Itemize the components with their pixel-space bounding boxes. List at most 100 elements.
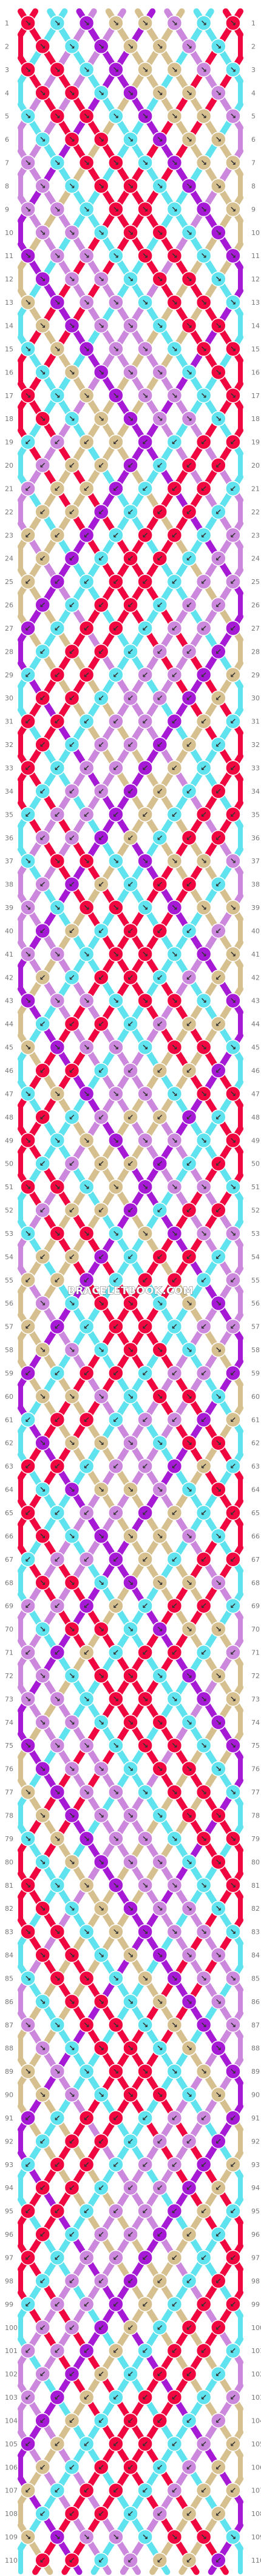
knot-arrow-icon: ↙ bbox=[186, 1253, 192, 1262]
knot bbox=[211, 1481, 226, 1498]
knot-arrow-icon: ↙ bbox=[171, 2160, 178, 2169]
knot-arrow-icon: ↘ bbox=[112, 1788, 119, 1798]
row-number-right: 101 bbox=[251, 2347, 261, 2355]
knot-arrow-icon: ↘ bbox=[215, 228, 222, 237]
knot bbox=[20, 108, 36, 124]
knot-arrow-icon: ↘ bbox=[83, 391, 90, 400]
knot bbox=[225, 1831, 241, 1847]
knot-arrow-icon: ↘ bbox=[186, 368, 192, 377]
row-number-right: 88 bbox=[251, 2045, 260, 2053]
knot-arrow-icon: ↘ bbox=[112, 1834, 119, 1844]
knot-arrow-icon: ↙ bbox=[54, 1602, 61, 1611]
knot bbox=[137, 527, 153, 543]
row-number-right: 69 bbox=[251, 1602, 260, 1610]
knot-arrow-icon: ↘ bbox=[69, 1811, 75, 1821]
knot bbox=[123, 1854, 138, 1870]
knot bbox=[78, 1272, 95, 1288]
row-number-right: 78 bbox=[251, 1811, 260, 1819]
row-number-right: 84 bbox=[251, 1951, 260, 1959]
knot-arrow-icon: ↘ bbox=[98, 1579, 104, 1588]
knot-arrow-icon: ↘ bbox=[157, 415, 163, 424]
row-number-left: 103 bbox=[5, 2394, 18, 2402]
knot bbox=[166, 900, 183, 915]
knot-arrow-icon: ↘ bbox=[142, 2068, 149, 2077]
knot bbox=[225, 760, 241, 776]
knot bbox=[108, 341, 124, 357]
knot bbox=[123, 2320, 138, 2335]
knot-arrow-icon: ↙ bbox=[157, 2323, 163, 2332]
knot bbox=[152, 1389, 168, 1404]
knot bbox=[108, 1272, 124, 1288]
knot-arrow-icon: ↘ bbox=[39, 89, 46, 98]
knot bbox=[137, 1831, 153, 1847]
knot bbox=[35, 2086, 50, 2103]
knot bbox=[64, 317, 80, 334]
knot bbox=[93, 225, 109, 241]
knot bbox=[49, 713, 66, 729]
knot bbox=[123, 1063, 138, 1078]
knot bbox=[166, 2110, 183, 2126]
knot-arrow-icon: ↘ bbox=[142, 1974, 149, 1983]
knot bbox=[166, 1552, 183, 1567]
knot-arrow-icon: ↙ bbox=[229, 2254, 236, 2263]
knot bbox=[49, 1831, 66, 1847]
knot-arrow-icon: ↙ bbox=[215, 1020, 222, 1029]
knot bbox=[123, 2180, 138, 2196]
knot bbox=[225, 1505, 241, 1521]
knot-arrow-icon: ↙ bbox=[25, 2207, 32, 2216]
knot-arrow-icon: ↙ bbox=[69, 694, 75, 703]
knot-arrow-icon: ↙ bbox=[215, 2323, 222, 2332]
knot-arrow-icon: ↙ bbox=[215, 1160, 222, 1169]
knot bbox=[137, 806, 153, 823]
row-number-right: 20 bbox=[251, 462, 260, 470]
knot-arrow-icon: ↙ bbox=[142, 438, 149, 447]
knot-arrow-icon: ↙ bbox=[54, 1369, 61, 1378]
knot bbox=[181, 923, 197, 939]
knot-arrow-icon: ↘ bbox=[157, 1997, 163, 2007]
knot-arrow-icon: ↙ bbox=[157, 834, 163, 843]
knot bbox=[123, 2459, 138, 2475]
knot-arrow-icon: ↘ bbox=[98, 1300, 104, 1309]
knot bbox=[93, 1854, 109, 1870]
row-number-left: 110 bbox=[5, 2557, 18, 2564]
row-number-right: 107 bbox=[251, 2487, 261, 2495]
knot bbox=[225, 1598, 241, 1614]
knot-arrow-icon: ↘ bbox=[83, 1788, 90, 1798]
knot-arrow-icon: ↘ bbox=[200, 1881, 207, 1890]
knot-arrow-icon: ↙ bbox=[171, 578, 178, 587]
knot bbox=[123, 2040, 138, 2056]
knot-arrow-icon: ↙ bbox=[200, 1602, 207, 1611]
knot bbox=[211, 1295, 226, 1311]
knot bbox=[225, 900, 241, 915]
knot-arrow-icon: ↙ bbox=[98, 1253, 104, 1262]
knot bbox=[181, 2226, 197, 2242]
knot-arrow-icon: ↙ bbox=[112, 2160, 119, 2169]
knot bbox=[195, 853, 212, 869]
knot bbox=[181, 1947, 197, 1963]
knot bbox=[211, 2180, 226, 2196]
knot-arrow-icon: ↘ bbox=[142, 1043, 149, 1052]
row-number-left: 64 bbox=[5, 1486, 13, 1494]
knot-arrow-icon: ↙ bbox=[69, 1020, 75, 1029]
knot-arrow-icon: ↙ bbox=[171, 2207, 178, 2216]
row-number-right: 25 bbox=[251, 578, 260, 586]
knot bbox=[152, 1435, 168, 1451]
knot-arrow-icon: ↙ bbox=[98, 601, 104, 610]
row-number-right: 30 bbox=[251, 694, 260, 702]
row-number-right: 90 bbox=[251, 2091, 260, 2099]
knot-arrow-icon: ↘ bbox=[229, 1742, 236, 1751]
knot-arrow-icon: ↙ bbox=[215, 1206, 222, 1215]
knot bbox=[137, 201, 153, 217]
knot-arrow-icon: ↘ bbox=[25, 950, 32, 959]
knot bbox=[225, 341, 241, 357]
knot-arrow-icon: ↙ bbox=[83, 1648, 90, 1658]
knot-arrow-icon: ↙ bbox=[112, 438, 119, 447]
knot bbox=[20, 946, 36, 962]
knot bbox=[64, 1249, 80, 1265]
knot-arrow-icon: ↘ bbox=[25, 299, 32, 308]
knot-arrow-icon: ↘ bbox=[127, 89, 134, 98]
row-number-right: 59 bbox=[251, 1369, 260, 1377]
knot-arrow-icon: ↙ bbox=[83, 1602, 90, 1611]
knot bbox=[93, 1807, 109, 1824]
knot bbox=[93, 1621, 109, 1637]
